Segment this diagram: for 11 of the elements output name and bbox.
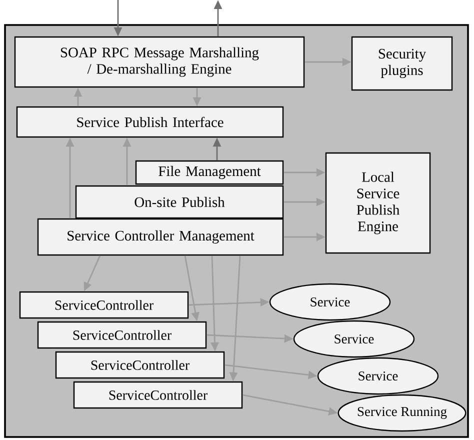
controller-box: ServiceController xyxy=(37,321,207,349)
module-box: Service Controller Management xyxy=(37,218,284,256)
module-box: Security plugins xyxy=(351,36,453,91)
engine-box: Local Service Publish Engine xyxy=(325,152,431,254)
interface-box: Service Publish Interface xyxy=(16,106,284,138)
controller-box: ServiceController xyxy=(73,381,243,409)
controller-box: ServiceController xyxy=(19,291,189,319)
module-box: On-site Publish xyxy=(75,185,284,219)
controller-box: ServiceController xyxy=(55,351,225,379)
module-box: File Management xyxy=(135,160,284,185)
soap-box: SOAP RPC Message Marshalling / De-marshalling Engine xyxy=(14,36,305,88)
